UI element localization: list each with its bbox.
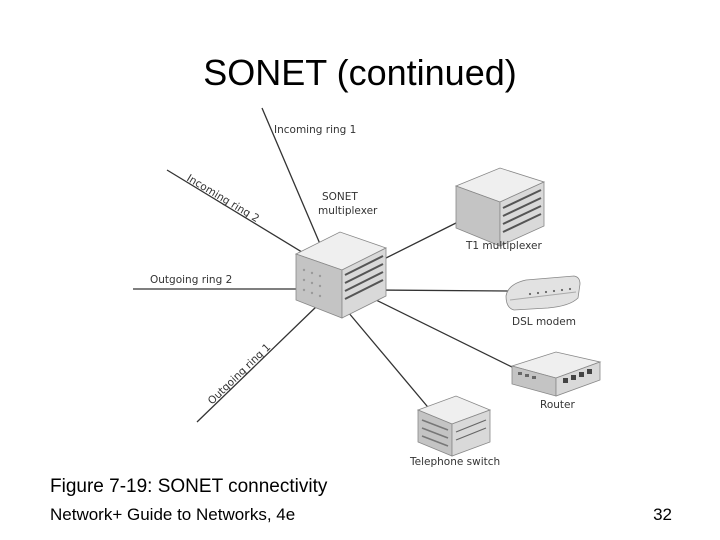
incoming-ring-2-label: Incoming ring 2 (184, 172, 261, 225)
router-link-line (371, 297, 519, 371)
slide-title: SONET (continued) (203, 52, 517, 93)
outgoing-ring-1-label: Outgoing ring 1 (206, 341, 274, 407)
telephone-link-line (347, 311, 433, 413)
sonet-multiplexer-device (294, 231, 388, 319)
t1-multiplexer-device (454, 167, 546, 247)
dsl-modem-device (505, 275, 581, 311)
t1-multiplexer-label: T1 multiplexer (465, 240, 542, 252)
incoming-ring-2-line (166, 169, 316, 261)
router-label: Router (540, 399, 575, 411)
telephone-switch-device (416, 395, 492, 457)
telephone-switch-label: Telephone switch (409, 456, 500, 468)
incoming-ring-1-label: Incoming ring 1 (274, 124, 356, 136)
router-device (510, 351, 602, 397)
dsl-modem-label: DSL modem (512, 316, 576, 328)
page-number: 32 (653, 505, 672, 524)
footer-book-title: Network+ Guide to Networks, 4e (50, 505, 296, 524)
sonet-multiplexer-label: SONET (322, 191, 358, 203)
figure-caption: Figure 7-19: SONET connectivity (50, 476, 328, 497)
sonet-multiplexer-label-line2: multiplexer (318, 205, 378, 217)
incoming-ring-1-line (261, 107, 327, 259)
outgoing-ring-1-line (196, 304, 319, 423)
dsl-link-line (371, 289, 509, 292)
outgoing-ring-2-label: Outgoing ring 2 (150, 274, 232, 286)
